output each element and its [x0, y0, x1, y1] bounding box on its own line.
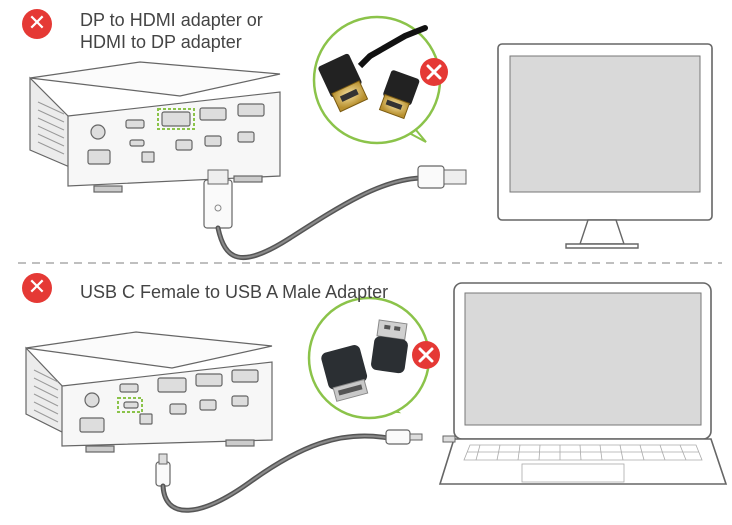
- usbc-cable: [155, 429, 423, 513]
- dp-port-highlight: [157, 108, 195, 130]
- usbc-port-highlight: [117, 397, 143, 413]
- error-badge-2: ✕: [22, 273, 52, 303]
- adapter-callout-2: [307, 296, 431, 420]
- error-badge-1: ✕: [22, 9, 52, 39]
- callout-error-icon-1: [420, 58, 448, 86]
- laptop-illustration: [438, 282, 728, 485]
- adapter-callout-1: [312, 15, 442, 145]
- dock-device-2: [25, 331, 273, 453]
- caption-usbc-usba-adapter: USB C Female to USB A Male Adapter: [80, 282, 389, 302]
- callout-error-icon-2: [412, 341, 440, 369]
- dp-cable: [203, 165, 467, 260]
- caption-dp-hdmi-adapter: DP to HDMI adapter or HDMI to DP adapter: [80, 10, 263, 52]
- close-x-icon: ✕: [27, 275, 47, 300]
- close-x-icon: ✕: [27, 11, 47, 36]
- dock-device-1: [29, 61, 281, 193]
- monitor-illustration: [497, 43, 713, 249]
